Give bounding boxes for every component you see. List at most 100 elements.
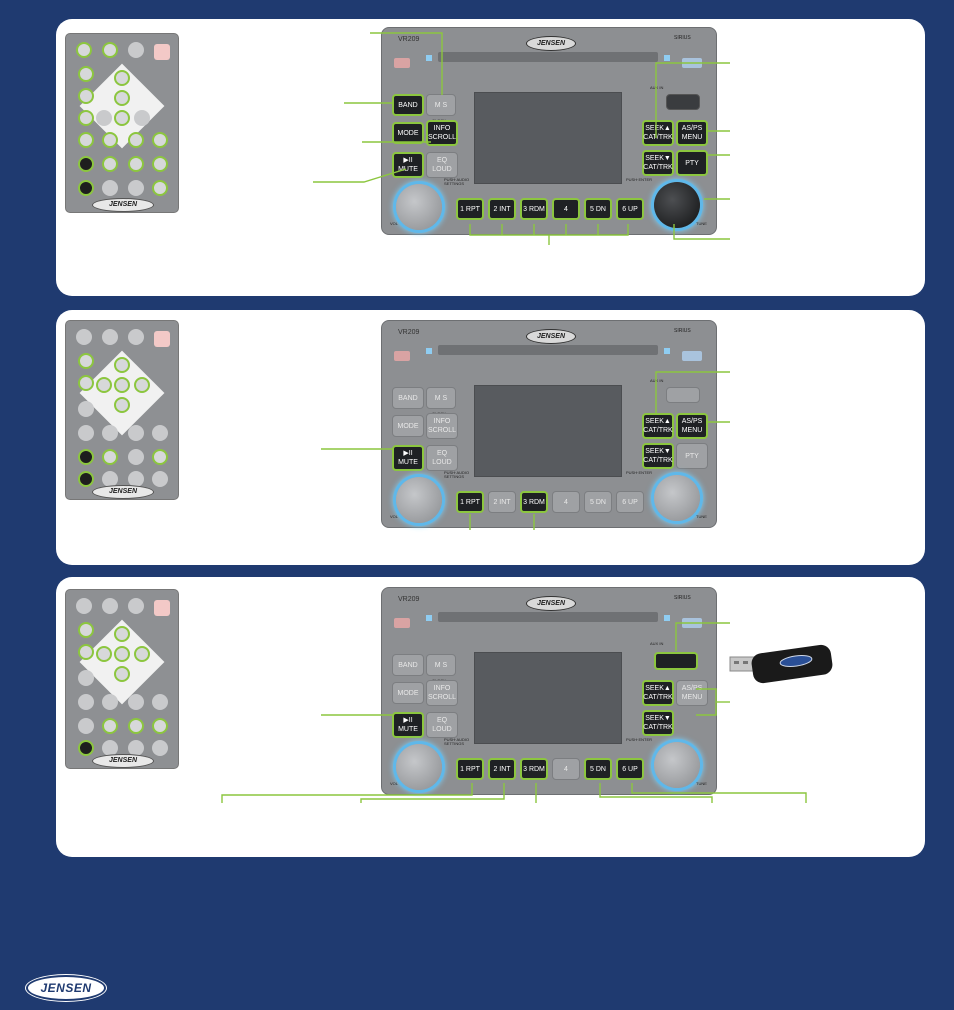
preset-5-button[interactable]: 5 DN [584, 198, 612, 220]
remote-button[interactable] [128, 42, 144, 58]
preset-4-button[interactable]: 4 [552, 758, 580, 780]
remote-power-button[interactable] [154, 44, 170, 60]
remote-button[interactable] [114, 357, 130, 373]
remote-button[interactable] [78, 670, 94, 686]
seek-down-button[interactable]: SEEK▼CAT/TRK [642, 710, 674, 736]
preset-1-button[interactable]: 1 RPT [456, 491, 484, 513]
seek-up-button[interactable]: SEEK▲CAT/TRK [642, 413, 674, 439]
remote-button[interactable] [78, 132, 94, 148]
remote-button[interactable] [76, 598, 92, 614]
remote-button[interactable] [102, 425, 118, 441]
band-button[interactable]: BAND [392, 654, 424, 676]
mode-button[interactable]: MODE [392, 415, 424, 437]
remote-power-button[interactable] [154, 331, 170, 347]
mode-button[interactable]: MODE [392, 122, 424, 144]
remote-button[interactable] [114, 397, 130, 413]
remote-button[interactable] [114, 70, 130, 86]
tune-knob[interactable] [654, 742, 700, 788]
remote-button[interactable] [152, 156, 168, 172]
remote-button[interactable] [114, 666, 130, 682]
eject-button[interactable] [682, 351, 702, 361]
remote-button[interactable] [78, 88, 94, 104]
remote-button[interactable] [102, 42, 118, 58]
remote-button[interactable] [78, 353, 94, 369]
preset-6-button[interactable]: 6 UP [616, 491, 644, 513]
remote-button[interactable] [102, 740, 118, 756]
remote-power-button[interactable] [154, 600, 170, 616]
mode-button[interactable]: MODE [392, 682, 424, 704]
preset-1-button[interactable]: 1 RPT [456, 198, 484, 220]
volume-knob[interactable] [396, 184, 442, 230]
remote-button[interactable] [128, 740, 144, 756]
remote-button[interactable] [102, 449, 118, 465]
remote-button[interactable] [78, 622, 94, 638]
remote-button[interactable] [128, 694, 144, 710]
remote-button[interactable] [152, 740, 168, 756]
remote-button[interactable] [76, 329, 92, 345]
remote-button[interactable] [102, 329, 118, 345]
remote-button[interactable] [78, 375, 94, 391]
pty-button[interactable]: PTY [676, 150, 708, 176]
remote-button[interactable] [152, 425, 168, 441]
remote-button[interactable] [102, 471, 118, 487]
preset-3-button[interactable]: 3 RDM [520, 758, 548, 780]
remote-button[interactable] [152, 694, 168, 710]
remote-button[interactable] [152, 718, 168, 734]
remote-button[interactable] [78, 180, 94, 196]
remote-button[interactable] [134, 646, 150, 662]
remote-button[interactable] [102, 156, 118, 172]
preset-1-button[interactable]: 1 RPT [456, 758, 484, 780]
remote-button[interactable] [78, 694, 94, 710]
remote-button[interactable] [78, 425, 94, 441]
power-button[interactable] [394, 58, 410, 68]
preset-5-button[interactable]: 5 DN [584, 491, 612, 513]
preset-2-button[interactable]: 2 INT [488, 491, 516, 513]
remote-button[interactable] [96, 110, 112, 126]
remote-button[interactable] [134, 110, 150, 126]
remote-button[interactable] [78, 644, 94, 660]
preset-6-button[interactable]: 6 UP [616, 198, 644, 220]
power-button[interactable] [394, 618, 410, 628]
remote-button[interactable] [128, 180, 144, 196]
remote-button[interactable] [128, 598, 144, 614]
remote-button[interactable] [78, 66, 94, 82]
seek-down-button[interactable]: SEEK▼CAT/TRK [642, 150, 674, 176]
ms-button[interactable]: M S [426, 94, 456, 116]
remote-button[interactable] [102, 694, 118, 710]
aux-input-jack[interactable] [666, 94, 700, 110]
remote-button[interactable] [78, 740, 94, 756]
band-button[interactable]: BAND [392, 387, 424, 409]
preset-2-button[interactable]: 2 INT [488, 198, 516, 220]
power-button[interactable] [394, 351, 410, 361]
ms-button[interactable]: M S [426, 387, 456, 409]
aux-input-jack[interactable] [666, 387, 700, 403]
remote-button[interactable] [114, 110, 130, 126]
remote-button[interactable] [102, 132, 118, 148]
preset-4-button[interactable]: 4 [552, 198, 580, 220]
remote-button[interactable] [152, 132, 168, 148]
usb-port[interactable] [654, 652, 698, 670]
remote-button[interactable] [128, 132, 144, 148]
preset-3-button[interactable]: 3 RDM [520, 491, 548, 513]
ms-button[interactable]: M S [426, 654, 456, 676]
remote-button[interactable] [128, 449, 144, 465]
remote-button[interactable] [128, 329, 144, 345]
remote-button[interactable] [76, 42, 92, 58]
remote-button[interactable] [114, 646, 130, 662]
remote-button[interactable] [78, 449, 94, 465]
preset-5-button[interactable]: 5 DN [584, 758, 612, 780]
preset-3-button[interactable]: 3 RDM [520, 198, 548, 220]
remote-button[interactable] [78, 156, 94, 172]
preset-2-button[interactable]: 2 INT [488, 758, 516, 780]
remote-button[interactable] [96, 646, 112, 662]
remote-button[interactable] [78, 110, 94, 126]
remote-button[interactable] [114, 377, 130, 393]
